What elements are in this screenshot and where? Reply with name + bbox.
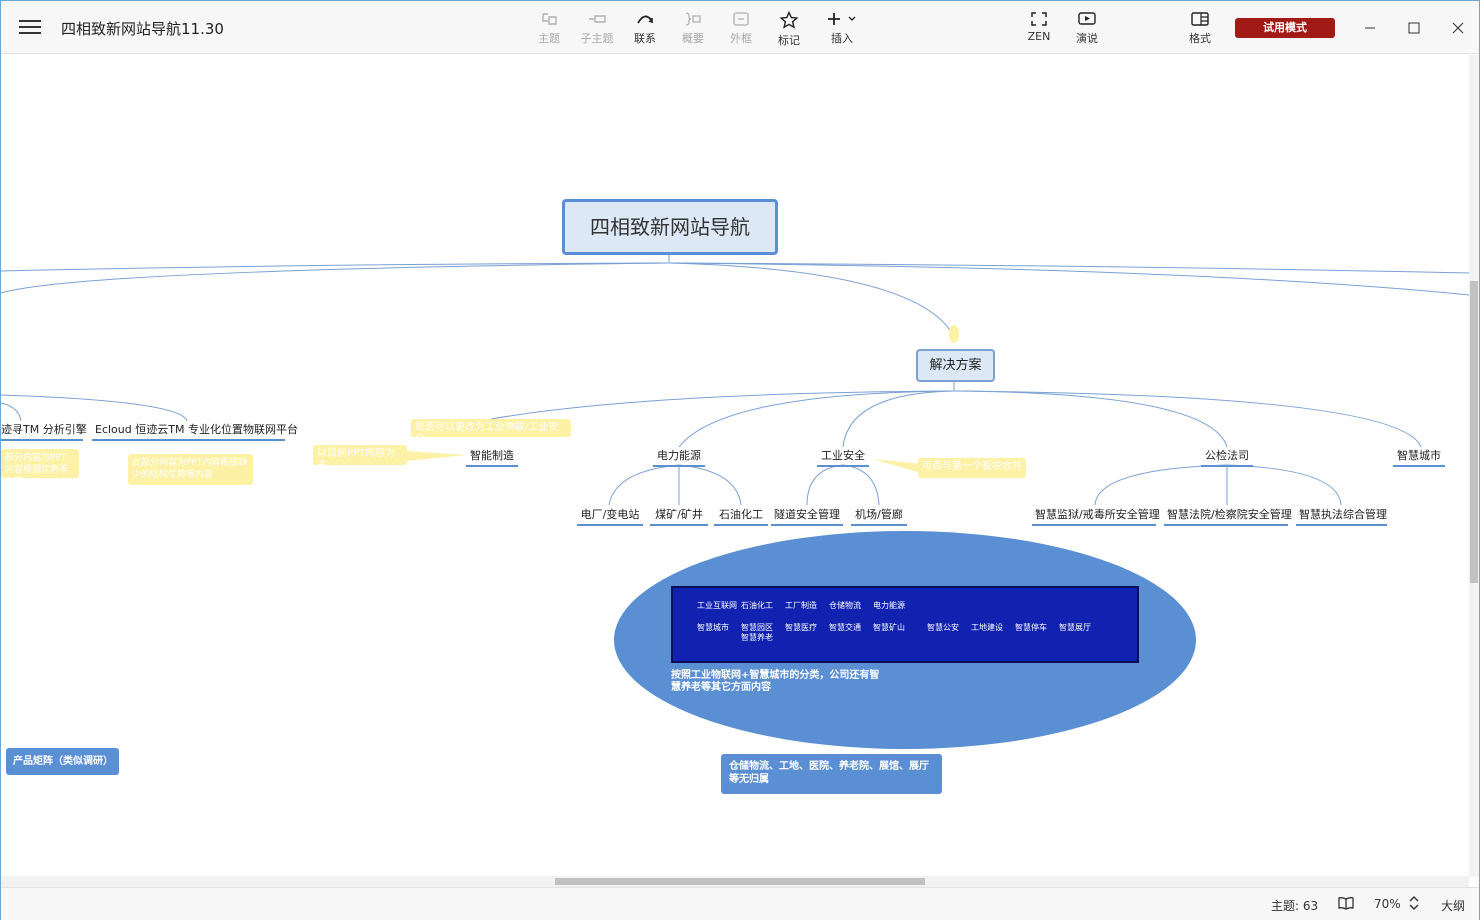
note-industrial-iot[interactable]: 是否可以更改为工业物联/工业安全	[411, 419, 571, 445]
summary-button[interactable]: 概要	[670, 9, 716, 49]
subtopic-petrochemical[interactable]: 石油化工	[714, 506, 768, 526]
image-tag: 工业互联网	[697, 601, 737, 610]
subtopic-power-plant[interactable]: 电厂/变电站	[577, 506, 643, 526]
maximize-icon	[1408, 22, 1420, 34]
topic-count: 主题: 63	[1271, 899, 1319, 913]
trial-mode-button[interactable]: 试用模式	[1235, 18, 1335, 38]
fullscreen-icon	[1031, 12, 1047, 26]
close-button[interactable]	[1443, 13, 1473, 43]
image-tag: 智慧展厅	[1059, 623, 1091, 632]
subtopic-smart-court[interactable]: 智慧法院/检察院安全管理	[1164, 506, 1292, 526]
subtopic-button[interactable]: 子主题	[574, 9, 620, 49]
minimize-button[interactable]	[1355, 13, 1385, 43]
plus-icon	[828, 13, 856, 25]
branch-industrial-safety[interactable]: 工业安全	[817, 447, 869, 467]
topic-label: 主题	[538, 32, 560, 45]
horizontal-scrollbar[interactable]	[1, 876, 1469, 887]
format-label: 格式	[1189, 32, 1211, 45]
boundary-button[interactable]: 外框	[718, 9, 764, 49]
image-tag: 石油化工	[741, 601, 773, 610]
note-left-2[interactable]: 此部分内容为PPT内容根据缺少的结构优势等内容	[128, 454, 253, 485]
image-tag: 电力能源	[873, 601, 905, 610]
image-tag: 智慧公安	[927, 623, 959, 632]
boundary-label: 外框	[730, 32, 752, 45]
summary-label: 概要	[682, 32, 704, 45]
topic-icon	[542, 13, 557, 25]
summary-icon	[685, 12, 701, 26]
image-tag: 工地建设	[971, 623, 1003, 632]
marker-label: 标记	[778, 34, 800, 47]
image-tag: 智慧园区	[741, 623, 773, 632]
zen-label: ZEN	[1027, 30, 1051, 43]
image-tag: 智慧医疗	[785, 623, 817, 632]
star-icon	[779, 11, 799, 29]
note-ppt-content[interactable]: 以目前PPT内容为主	[313, 445, 407, 471]
subtopic-tunnel-safety[interactable]: 隧道安全管理	[771, 506, 843, 526]
minimize-icon	[1365, 27, 1375, 29]
central-topic[interactable]: 四相致新网站导航	[562, 199, 778, 255]
horizontal-scroll-thumb[interactable]	[555, 878, 925, 885]
subtopic-icon	[589, 15, 606, 23]
image-tag: 工厂制造	[785, 601, 817, 610]
close-icon	[1452, 22, 1464, 34]
subtopic-label: 子主题	[580, 32, 614, 45]
zen-button[interactable]: ZEN	[1016, 9, 1062, 49]
topic-button[interactable]: 主题	[526, 9, 572, 49]
image-tag: 仓储物流	[829, 601, 861, 610]
image-tag: 智慧城市	[697, 623, 729, 632]
note-merge[interactable]: 可否与第一个板块合并	[918, 458, 1026, 478]
hamburger-menu-icon[interactable]	[19, 17, 41, 37]
format-button[interactable]: 格式	[1177, 9, 1223, 49]
branch-power-energy[interactable]: 电力能源	[653, 447, 705, 467]
marker-button[interactable]: 标记	[766, 9, 812, 49]
status-bar: 主题: 63 70% 大纲	[1, 887, 1479, 920]
industry-image[interactable]: 工业互联网 石油化工 工厂制造 仓储物流 电力能源 智慧城市 智慧园区 智慧养老…	[671, 586, 1139, 663]
present-button[interactable]: 演说	[1064, 9, 1110, 49]
book-icon[interactable]	[1337, 895, 1355, 914]
left-topic-analysis-engine[interactable]: 迹寻TM 分析引擎	[1, 421, 87, 441]
note-left-1[interactable]: 部分内容为PPT内容根据优势等内容	[1, 449, 79, 478]
zoom-level[interactable]: 70%	[1374, 897, 1401, 911]
mindmap-canvas[interactable]: 四相致新网站导航 解决方案 迹寻TM 分析引擎 Ecloud 恒迹云TM 专业化…	[1, 55, 1469, 876]
outline-button[interactable]: 大纲	[1441, 899, 1466, 913]
image-tag: 智慧养老	[741, 633, 773, 642]
insert-label: 插入	[831, 32, 853, 45]
image-tag: 智慧停车	[1015, 623, 1047, 632]
presentation-icon	[1078, 12, 1096, 25]
vertical-scrollbar[interactable]	[1469, 55, 1479, 877]
present-label: 演说	[1076, 32, 1098, 45]
product-matrix-topic[interactable]: 产品矩阵（类似调研）	[6, 748, 119, 775]
branch-intelligent-manufacturing[interactable]: 智能制造	[466, 447, 518, 467]
zoom-stepper-icon[interactable]	[1408, 894, 1420, 915]
subtopic-smart-law-enforcement[interactable]: 智慧执法综合管理	[1296, 506, 1387, 526]
branch-public-security-law[interactable]: 公检法司	[1201, 447, 1253, 467]
image-tag: 智慧矿山	[873, 623, 905, 632]
subtopic-airport-pipe[interactable]: 机场/管廊	[851, 506, 907, 526]
ellipse-caption: 按照工业物联网+智慧城市的分类，公司还有智慧养老等其它方面内容	[671, 670, 880, 693]
format-panel-icon	[1191, 12, 1209, 26]
maximize-button[interactable]	[1399, 13, 1429, 43]
connector-lines	[1, 255, 1469, 506]
relationship-button[interactable]: 联系	[622, 9, 668, 49]
branch-smart-city[interactable]: 智慧城市	[1393, 447, 1445, 467]
subtopic-smart-prison[interactable]: 智慧监狱/戒毒所安全管理	[1032, 506, 1160, 526]
boundary-icon	[733, 12, 749, 26]
vertical-scroll-thumb[interactable]	[1470, 281, 1478, 583]
left-topic-ecloud-platform[interactable]: Ecloud 恒迹云TM 专业化位置物联网平台	[92, 421, 298, 441]
image-tag: 智慧交通	[829, 623, 861, 632]
insert-button[interactable]: 插入	[818, 9, 866, 49]
unassigned-topic[interactable]: 仓储物流、工地、医院、养老院、展馆、展厅等无归属	[721, 754, 942, 794]
document-title: 四相致新网站导航11.30	[61, 20, 224, 38]
relationship-icon	[637, 15, 653, 24]
toolbar: 四相致新网站导航11.30 主题 子主题 联系 概要 外框 标记 插入	[1, 1, 1479, 54]
main-topic-solutions[interactable]: 解决方案	[916, 349, 995, 382]
subtopic-coal-mine[interactable]: 煤矿/矿井	[650, 506, 708, 526]
relationship-label: 联系	[634, 32, 656, 45]
